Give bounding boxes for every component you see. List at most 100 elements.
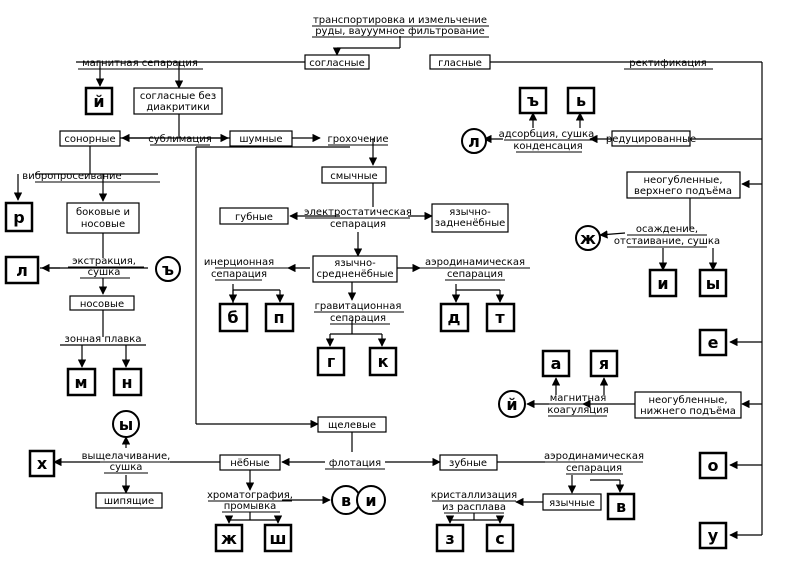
letter-circle-i2 xyxy=(356,485,386,515)
box-gubnye xyxy=(219,207,289,225)
letter-circles xyxy=(112,128,601,515)
box-shipyashchie xyxy=(95,492,163,509)
box-soglasnye-bez xyxy=(133,87,223,115)
letter-circle-zh1 xyxy=(575,225,601,251)
letter-box-n xyxy=(112,367,143,397)
label-sublimation: сублимация xyxy=(148,134,211,145)
svg-text:язычно-задненёбные: язычно-задненёбные xyxy=(435,207,506,229)
letter-box-ya xyxy=(589,349,619,378)
label-rectification: ректификация xyxy=(629,58,706,69)
letter-circle-y-short2 xyxy=(498,390,526,418)
letter-t: т xyxy=(495,308,505,327)
letter-box-z xyxy=(435,523,465,553)
letter-box-v2 xyxy=(606,492,636,521)
box-nosovye xyxy=(69,295,135,311)
label-zone-melting: зонная плавка xyxy=(65,334,142,345)
box-shchelevye xyxy=(317,416,387,433)
letter-ya: я xyxy=(599,354,609,373)
letter-e: е xyxy=(708,333,719,352)
box-yazych-zadn xyxy=(431,203,509,233)
letter-box-i xyxy=(648,268,678,298)
letter-box-m xyxy=(66,367,97,397)
letter-l2: л xyxy=(16,261,28,280)
letter-o: о xyxy=(708,456,719,475)
letter-circle-y2 xyxy=(112,410,140,438)
svg-text:согласные: согласные xyxy=(309,58,364,69)
label-sedimentation: осаждение,отстаивание, сушка xyxy=(614,224,720,247)
letter-hard2: ъ xyxy=(162,260,174,279)
box-yazych-sred xyxy=(312,255,398,283)
letter-hard: ъ xyxy=(527,91,539,110)
letter-box-r xyxy=(4,201,34,233)
svg-text:неогубленные,верхнего подъёма: неогубленные,верхнего подъёма xyxy=(634,175,732,197)
box-nebnye xyxy=(219,454,281,471)
box-neogub-nizh xyxy=(634,391,742,419)
box-soglasnye xyxy=(304,54,370,70)
letter-z: з xyxy=(445,529,454,548)
letter-box-g xyxy=(316,346,346,377)
box-zubnye xyxy=(439,454,498,471)
letter-u: у xyxy=(708,526,719,545)
box-smychnye xyxy=(321,166,387,184)
letter-s: с xyxy=(495,529,504,548)
svg-text:смычные: смычные xyxy=(330,171,377,182)
svg-text:гласные: гласные xyxy=(438,58,482,69)
svg-text:губные: губные xyxy=(235,212,273,223)
box-shumnye xyxy=(229,130,293,147)
letter-box-zh2 xyxy=(214,523,244,553)
letter-a: а xyxy=(551,354,562,373)
label-flotation: флотация xyxy=(329,458,381,469)
svg-text:щелевые: щелевые xyxy=(328,420,376,431)
category-boxes xyxy=(59,54,742,511)
letter-y-short2: й xyxy=(506,395,517,414)
letter-i2: и xyxy=(365,491,376,510)
letter-g: г xyxy=(327,352,335,371)
letter-r: р xyxy=(13,208,24,227)
letter-box-sh xyxy=(263,523,293,553)
letter-box-y-short xyxy=(84,86,114,116)
letter-m: м xyxy=(74,373,87,392)
letter-box-d xyxy=(439,302,470,333)
label-leaching: выщелачивание,сушка xyxy=(82,451,171,473)
letter-n: н xyxy=(121,373,132,392)
svg-text:шипящие: шипящие xyxy=(104,496,154,507)
box-reduc xyxy=(611,130,691,147)
connectors xyxy=(13,36,763,540)
letter-box-p xyxy=(264,302,295,333)
svg-text:неогубленные,нижнего подъёма: неогубленные,нижнего подъёма xyxy=(640,395,736,417)
svg-text:сонорные: сонорные xyxy=(64,134,115,145)
letter-l1: л xyxy=(468,132,480,151)
letter-v2: в xyxy=(616,497,626,516)
letter-zh2: ж xyxy=(221,529,237,548)
letter-circle-hard2 xyxy=(155,256,181,282)
label-screening: грохочение xyxy=(327,134,388,145)
letter-v1: в xyxy=(341,491,351,510)
label-adsorption: адсорбция, сушка,конденсация xyxy=(499,129,598,152)
svg-text:шумные: шумные xyxy=(239,134,282,145)
letter-box-t xyxy=(485,302,516,333)
letter-box-hard xyxy=(518,86,548,115)
svg-text:язычные: язычные xyxy=(549,498,595,509)
label-vibro-sieving: вибропросеивание xyxy=(22,171,121,182)
label-magnetic-separation: магнитная сепарация xyxy=(82,58,198,69)
box-yazychnye xyxy=(542,493,602,511)
letter-kh: х xyxy=(37,454,48,473)
letter-box-s xyxy=(485,523,515,553)
letter-soft: ь xyxy=(576,91,586,110)
letter-box-a xyxy=(541,349,571,378)
letter-d: д xyxy=(448,308,461,327)
box-sonornye xyxy=(59,130,121,147)
letter-i: и xyxy=(657,274,668,293)
letter-box-y xyxy=(698,268,728,298)
